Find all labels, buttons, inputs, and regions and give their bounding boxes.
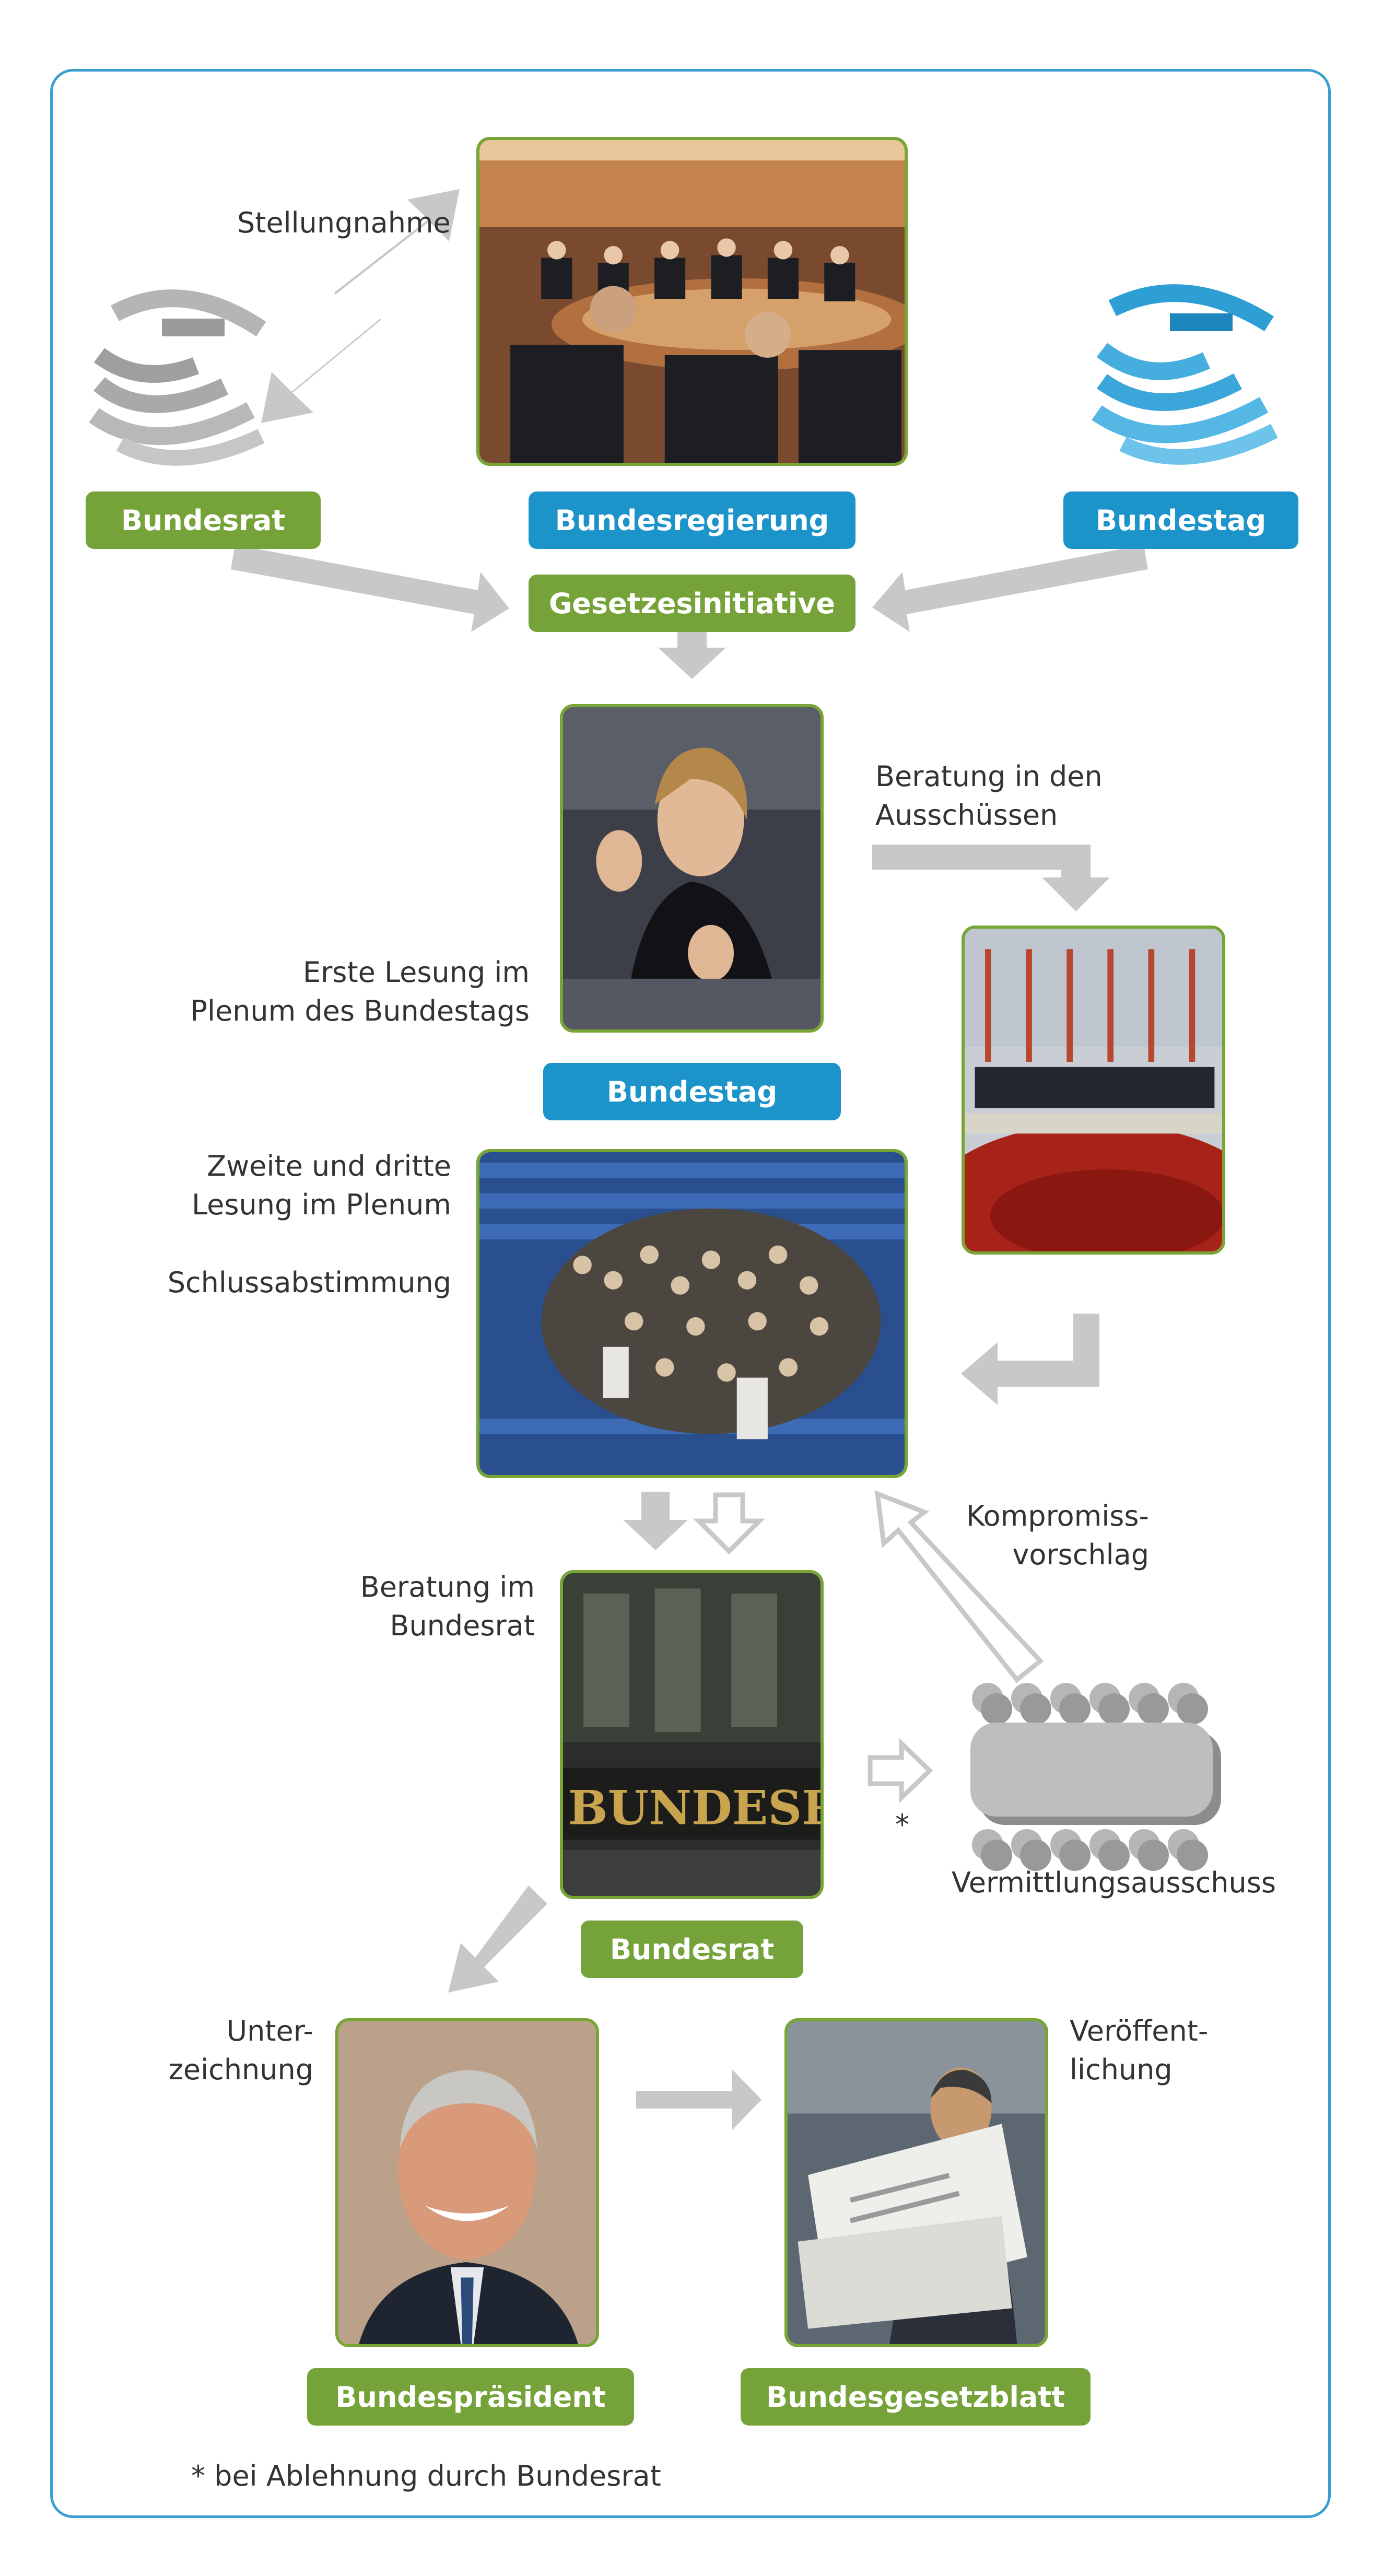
diagram-frame bbox=[50, 69, 1331, 2518]
bundesgesetzblatt-photo bbox=[784, 2018, 1048, 2347]
arrow-outline-to-vermittlung bbox=[868, 1738, 933, 1804]
arrow-initiative-down bbox=[658, 629, 726, 679]
zweite-lesung-text-1: Zweite und dritte bbox=[207, 1150, 451, 1182]
erste-lesung-text-1: Erste Lesung im bbox=[302, 956, 530, 989]
committee-room-photo bbox=[962, 926, 1225, 1255]
arrow-bundesrat-to-initiative bbox=[231, 545, 509, 632]
bundesgesetzblatt-label: Bundesgesetzblatt bbox=[741, 2368, 1091, 2426]
arrow-to-ausschuss bbox=[872, 845, 1110, 911]
kompromiss-text-2: vorschlag bbox=[1012, 1538, 1149, 1571]
beratung-ausschuessen-text-1: Beratung in den bbox=[875, 760, 1103, 793]
unterzeichnung-text-2: zeichnung bbox=[168, 2053, 313, 2086]
bundesrat-mid-label: Bundesrat bbox=[581, 1921, 803, 1978]
bundespraesident-label: Bundespräsident bbox=[307, 2368, 634, 2426]
arrow-outline-down bbox=[693, 1492, 765, 1555]
zweite-lesung-text-2: Lesung im Plenum bbox=[192, 1188, 451, 1221]
bundespraesident-photo bbox=[335, 2018, 599, 2347]
beratung-ausschuessen-text-2: Ausschüssen bbox=[875, 799, 1058, 832]
beratung-bundesrat-text-2: Bundesrat bbox=[390, 1609, 535, 1642]
cabinet-meeting-photo bbox=[476, 137, 908, 466]
bundesrat-sign-text: BUNDESRAT bbox=[568, 1780, 821, 1835]
arrow-stellungnahme-up bbox=[334, 189, 460, 295]
arrow-praesident-to-gesetzblatt bbox=[636, 2069, 761, 2130]
arrow-bundesrat-to-praesident bbox=[448, 1886, 547, 1993]
arrow-bundestag-to-initiative bbox=[872, 545, 1148, 632]
bundestag-mid-label: Bundestag bbox=[543, 1063, 841, 1120]
merkel-speech-photo bbox=[560, 704, 824, 1033]
bundesrat-entrance-photo: BUNDESRAT bbox=[560, 1570, 824, 1899]
bundestag-eagle-icon bbox=[1092, 284, 1278, 465]
plenum-vote-photo bbox=[476, 1149, 908, 1478]
erste-lesung-text-2: Plenum des Bundestags bbox=[190, 994, 530, 1027]
veroeffentlichung-text-1: Veröffent- bbox=[1070, 2015, 1209, 2047]
stellungnahme-text: Stellungnahme bbox=[237, 206, 451, 239]
asterisk-marker: * bbox=[895, 1808, 909, 1841]
bundesrat-eagle-icon bbox=[89, 289, 266, 466]
bundestag-top-label: Bundestag bbox=[1063, 491, 1298, 549]
gesetzesinitiative-label: Gesetzesinitiative bbox=[529, 575, 855, 632]
schlussabstimmung-text: Schlussabstimmung bbox=[167, 1266, 451, 1299]
vermittlungsausschuss-text: Vermittlungsausschuss bbox=[952, 1866, 1276, 1899]
bundesrat-top-label: Bundesrat bbox=[86, 491, 321, 549]
arrow-kompromiss-up bbox=[874, 1490, 1044, 1683]
arrow-bundestag-to-bundesrat bbox=[623, 1492, 688, 1550]
veroeffentlichung-text-2: lichung bbox=[1070, 2053, 1173, 2086]
arrow-from-ausschuss bbox=[961, 1314, 1099, 1405]
bundesregierung-label: Bundesregierung bbox=[529, 491, 855, 549]
footnote-text: * bei Ablehnung durch Bundesrat bbox=[191, 2460, 661, 2492]
arrow-stellungnahme-down bbox=[261, 319, 381, 423]
kompromiss-text-1: Kompromiss- bbox=[966, 1500, 1149, 1532]
beratung-bundesrat-text-1: Beratung im bbox=[360, 1571, 535, 1603]
conference-table-icon bbox=[970, 1683, 1221, 1871]
unterzeichnung-text-1: Unter- bbox=[226, 2015, 313, 2047]
